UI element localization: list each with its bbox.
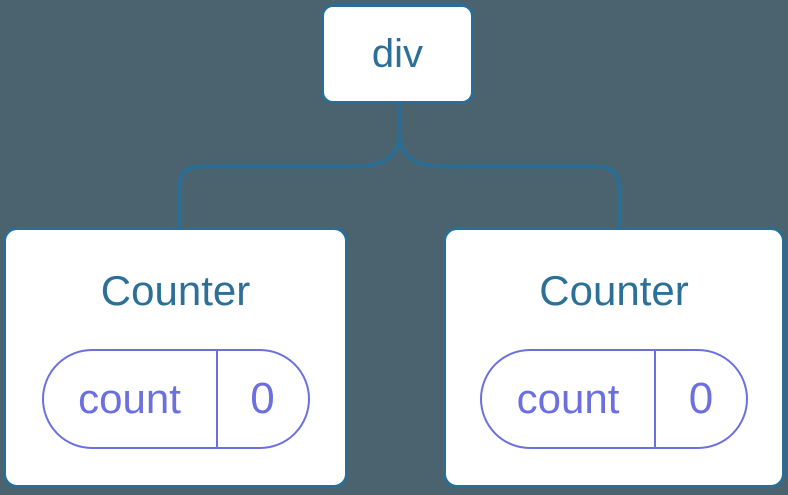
state-pill: count 0	[480, 349, 748, 449]
state-key: count	[482, 351, 656, 447]
root-node-label: div	[371, 31, 424, 76]
counter-title: Counter	[539, 267, 689, 314]
state-pill: count 0	[41, 349, 310, 449]
root-node: div	[321, 4, 474, 104]
state-value: 0	[250, 374, 275, 423]
counter-node-right: Counter count 0	[443, 227, 785, 488]
connector-right-branch	[397, 104, 621, 228]
connector-left-branch	[177, 104, 402, 228]
counter-title: Counter	[100, 267, 251, 314]
state-value: 0	[688, 374, 714, 423]
counter-node-left: Counter count 0	[3, 227, 348, 488]
state-key: count	[44, 351, 218, 447]
